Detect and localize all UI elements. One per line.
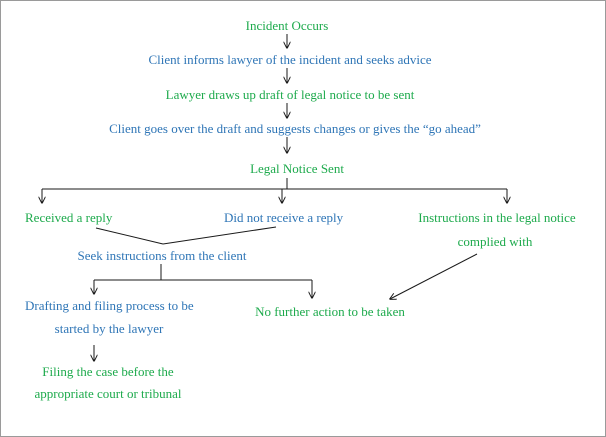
node-legal-notice-sent: Legal Notice Sent	[250, 161, 344, 176]
node-complied-line1: Instructions in the legal notice	[418, 210, 576, 225]
node-did-not-receive-reply: Did not receive a reply	[224, 210, 344, 225]
node-drafting-line2: started by the lawyer	[54, 321, 164, 336]
node-incident-occurs: Incident Occurs	[245, 18, 329, 33]
node-filing-line1: Filing the case before the	[42, 364, 174, 379]
arrow-complied-to-no-action	[390, 253, 478, 299]
node-seek-instructions: Seek instructions from the client	[77, 248, 247, 263]
connector-no-reply-to-seek	[162, 226, 277, 245]
node-filing-line2: appropriate court or tribunal	[34, 386, 182, 401]
connector-received-to-seek	[95, 227, 164, 245]
node-complied-line2: complied with	[457, 234, 533, 249]
node-received-reply: Received a reply	[25, 210, 113, 225]
node-client-informs-lawyer: Client informs lawyer of the incident an…	[148, 52, 432, 67]
node-lawyer-draws-draft: Lawyer draws up draft of legal notice to…	[165, 87, 415, 102]
node-drafting-line1: Drafting and filing process to be	[25, 298, 194, 313]
node-client-reviews-draft: Client goes over the draft and suggests …	[109, 121, 481, 136]
node-no-further-action: No further action to be taken	[255, 304, 405, 319]
